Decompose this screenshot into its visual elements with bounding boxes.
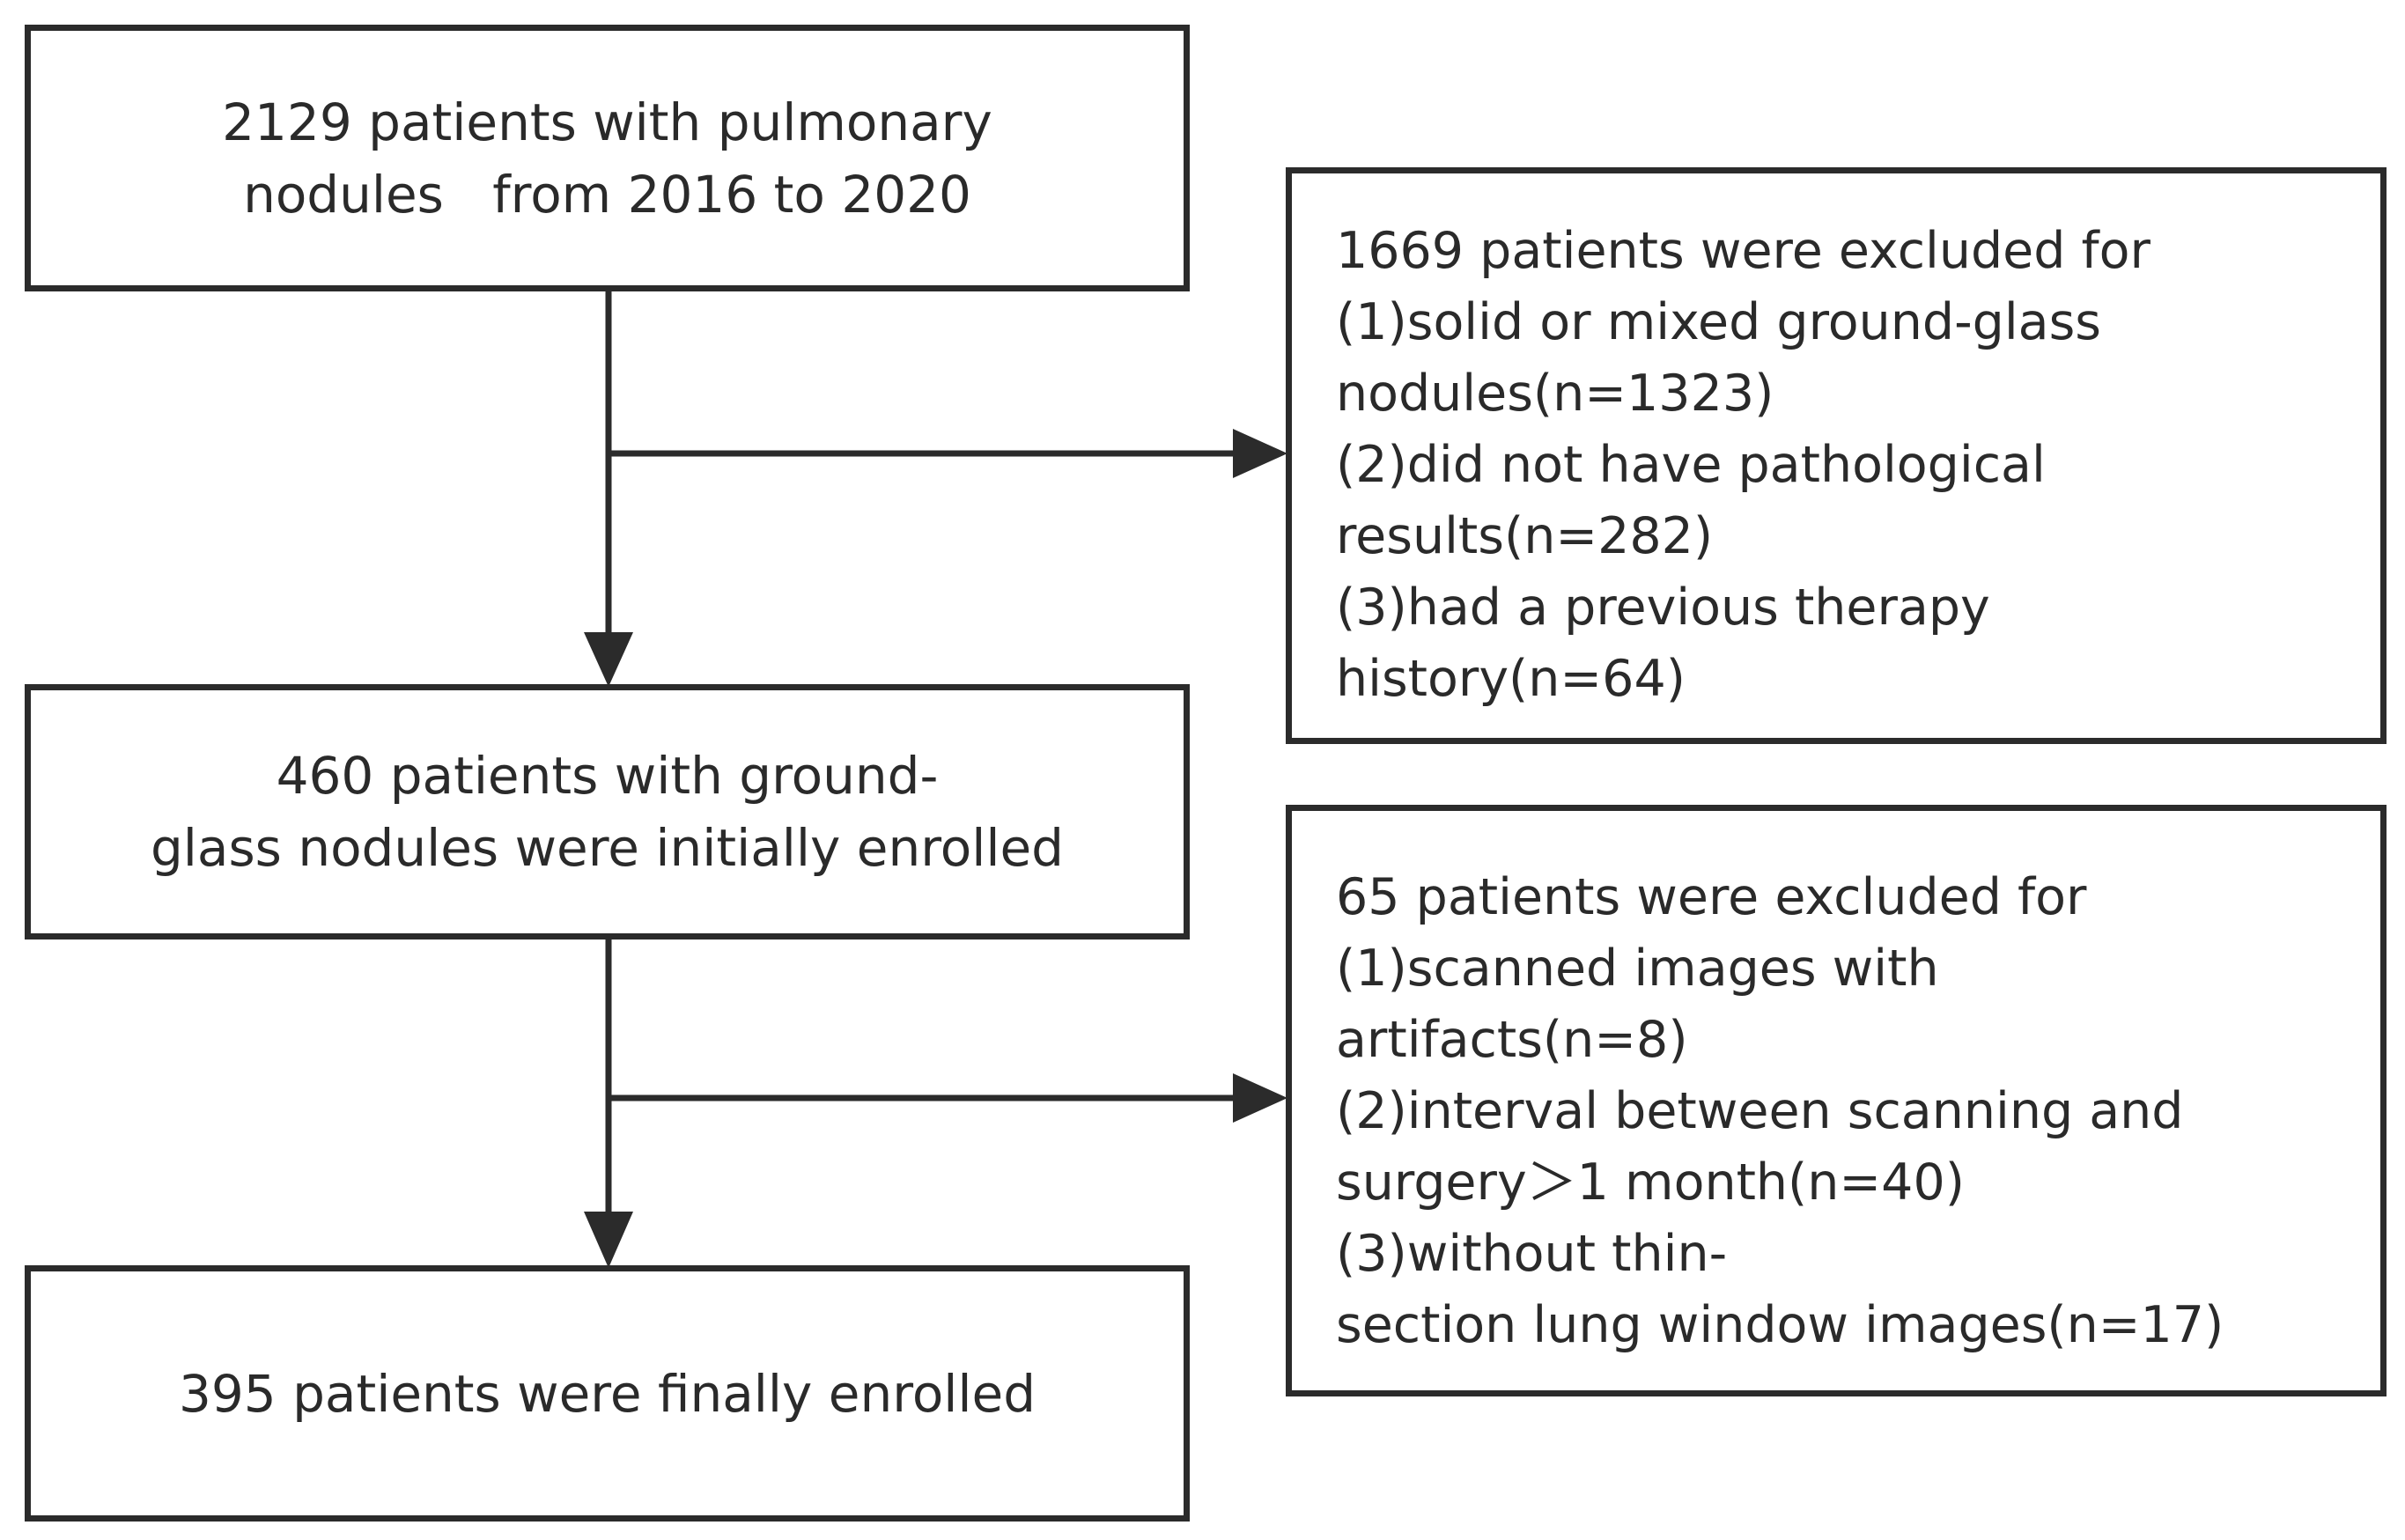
exclusion-1-line-1: 1669 patients were excluded for [1336,222,2150,280]
arrowhead-right-2 [1233,1073,1287,1123]
box-final-line-1: 395 patients were finally enrolled [178,1363,1037,1424]
exclusion-2-line-7: section lung window images(n=17) [1336,1296,2224,1354]
box-initial: 460 patients with ground- glass nodules … [25,684,1190,939]
box-final: 395 patients were finally enrolled [25,1265,1190,1522]
box-exclusion-2: 65 patients were excluded for (1)scanned… [1286,805,2387,1396]
exclusion-2-line-5: surgery＞1 month(n=40) [1336,1153,1965,1212]
exclusion-2-line-4: (2)interval between scanning and [1336,1082,2184,1140]
box-start: 2129 patients with pulmonary nodules fro… [25,25,1190,291]
arrowhead-down-1 [584,632,633,687]
exclusion-1-line-3: nodules(n=1323) [1336,365,1774,423]
exclusion-1-line-4: (2)did not have pathological [1336,436,2046,494]
box-initial-line-2: glass nodules were initially enrolled [150,818,1065,878]
box-start-line-2: nodules from 2016 to 2020 [243,164,971,225]
box-exclusion-1: 1669 patients were excluded for (1)solid… [1286,167,2387,744]
arrowhead-down-2 [584,1212,633,1268]
box-initial-line-1: 460 patients with ground- [276,746,939,806]
exclusion-2-line-3: artifacts(n=8) [1336,1011,1688,1069]
exclusion-1-line-6: (3)had a previous therapy [1336,578,1990,637]
exclusion-2-line-2: (1)scanned images with [1336,939,1939,998]
exclusion-1-line-5: results(n=282) [1336,507,1714,565]
exclusion-2-line-1: 65 patients were excluded for [1336,868,2087,926]
exclusion-1-line-2: (1)solid or mixed ground-glass [1336,293,2101,351]
exclusion-1-line-7: history(n=64) [1336,650,1686,708]
arrowhead-right-1 [1233,429,1287,478]
box-start-line-1: 2129 patients with pulmonary [222,92,992,152]
exclusion-2-line-6: (3)without thin- [1336,1225,1728,1283]
